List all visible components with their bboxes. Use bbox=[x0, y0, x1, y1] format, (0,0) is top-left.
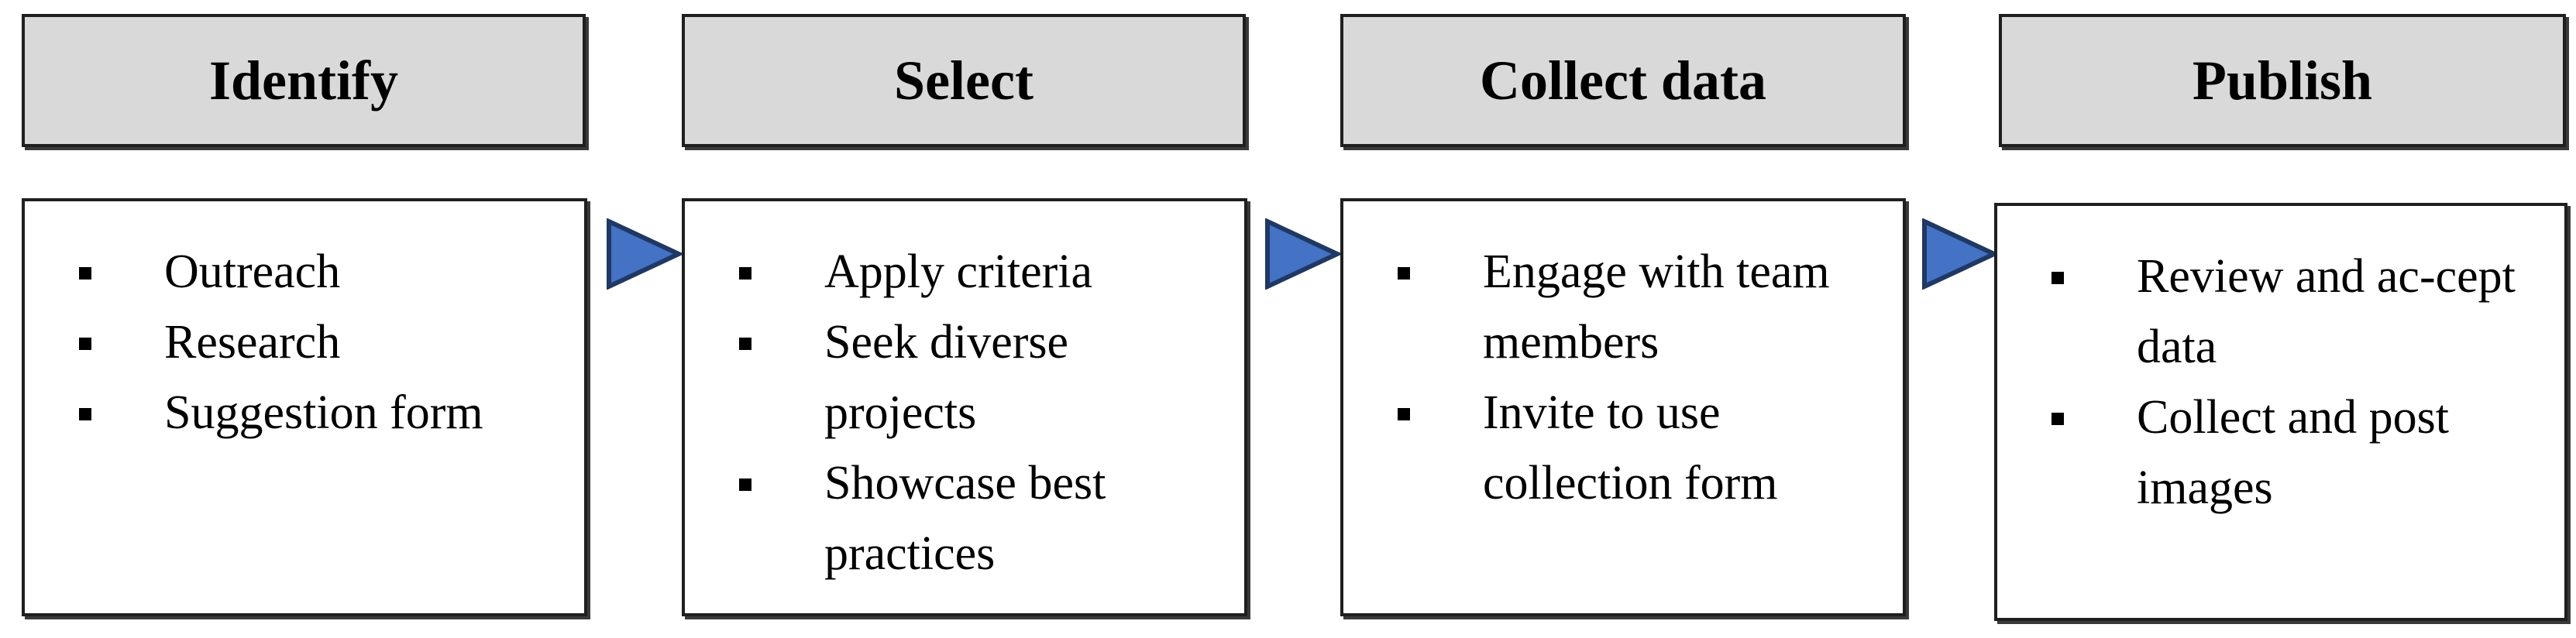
list-item: Apply criteria bbox=[685, 237, 1244, 307]
square-bullet-icon bbox=[2052, 272, 2064, 284]
stage-select-title: Select bbox=[894, 50, 1033, 111]
list-item-text: Suggestion form bbox=[164, 386, 483, 439]
list-item-text: Invite to use collection form bbox=[1483, 386, 1778, 509]
list-item: Collect and post images bbox=[1997, 382, 2564, 523]
stage-collect-data-box: Engage with team members Invite to use c… bbox=[1340, 198, 1906, 616]
square-bullet-icon bbox=[1398, 267, 1410, 280]
list-item-text: Research bbox=[164, 316, 341, 369]
stage-collect-data-title: Collect data bbox=[1480, 50, 1766, 111]
list-item: Review and ac-cept data bbox=[1997, 242, 2564, 382]
stage-select-list: Apply criteria Seek diverse projects Sho… bbox=[685, 237, 1244, 589]
list-item-text: Collect and post images bbox=[2137, 391, 2449, 514]
right-triangle-arrow-icon bbox=[1265, 218, 1342, 290]
stage-select-box: Apply criteria Seek diverse projects Sho… bbox=[682, 198, 1247, 616]
list-item-text: Showcase best practices bbox=[824, 457, 1106, 580]
square-bullet-icon bbox=[739, 338, 751, 350]
stage-publish-header: Publish bbox=[1999, 14, 2566, 147]
list-item-text: Apply criteria bbox=[824, 245, 1093, 298]
square-bullet-icon bbox=[79, 267, 91, 280]
list-item: Research bbox=[25, 307, 584, 378]
stage-identify-list: Outreach Research Suggestion form bbox=[25, 237, 584, 448]
list-item-text: Review and ac-cept data bbox=[2137, 250, 2516, 373]
list-item-text: Engage with team members bbox=[1483, 245, 1830, 369]
stage-collect-data-list: Engage with team members Invite to use c… bbox=[1343, 237, 1903, 519]
right-triangle-arrow-icon bbox=[607, 218, 683, 290]
list-item: Engage with team members bbox=[1343, 237, 1903, 378]
list-item: Showcase best practices bbox=[685, 448, 1244, 589]
right-triangle-arrow-icon bbox=[1922, 218, 1999, 290]
stage-identify-header: Identify bbox=[22, 14, 586, 147]
list-item: Invite to use collection form bbox=[1343, 378, 1903, 519]
square-bullet-icon bbox=[2052, 413, 2064, 425]
stage-identify-title: Identify bbox=[208, 50, 399, 111]
list-item-text: Outreach bbox=[164, 245, 341, 298]
stage-publish-title: Publish bbox=[2192, 50, 2373, 111]
list-item: Outreach bbox=[25, 237, 584, 307]
square-bullet-icon bbox=[79, 338, 91, 350]
list-item: Suggestion form bbox=[25, 378, 584, 448]
list-item: Seek diverse projects bbox=[685, 307, 1244, 448]
list-item-text: Seek diverse projects bbox=[824, 316, 1069, 439]
stage-identify-box: Outreach Research Suggestion form bbox=[22, 198, 587, 616]
square-bullet-icon bbox=[739, 267, 751, 280]
square-bullet-icon bbox=[79, 408, 91, 420]
stage-publish-box: Review and ac-cept data Collect and post… bbox=[1994, 203, 2567, 621]
stage-publish-list: Review and ac-cept data Collect and post… bbox=[1997, 242, 2564, 523]
square-bullet-icon bbox=[739, 478, 751, 491]
square-bullet-icon bbox=[1398, 408, 1410, 420]
stage-select-header: Select bbox=[682, 14, 1246, 147]
stage-collect-data-header: Collect data bbox=[1340, 14, 1906, 147]
